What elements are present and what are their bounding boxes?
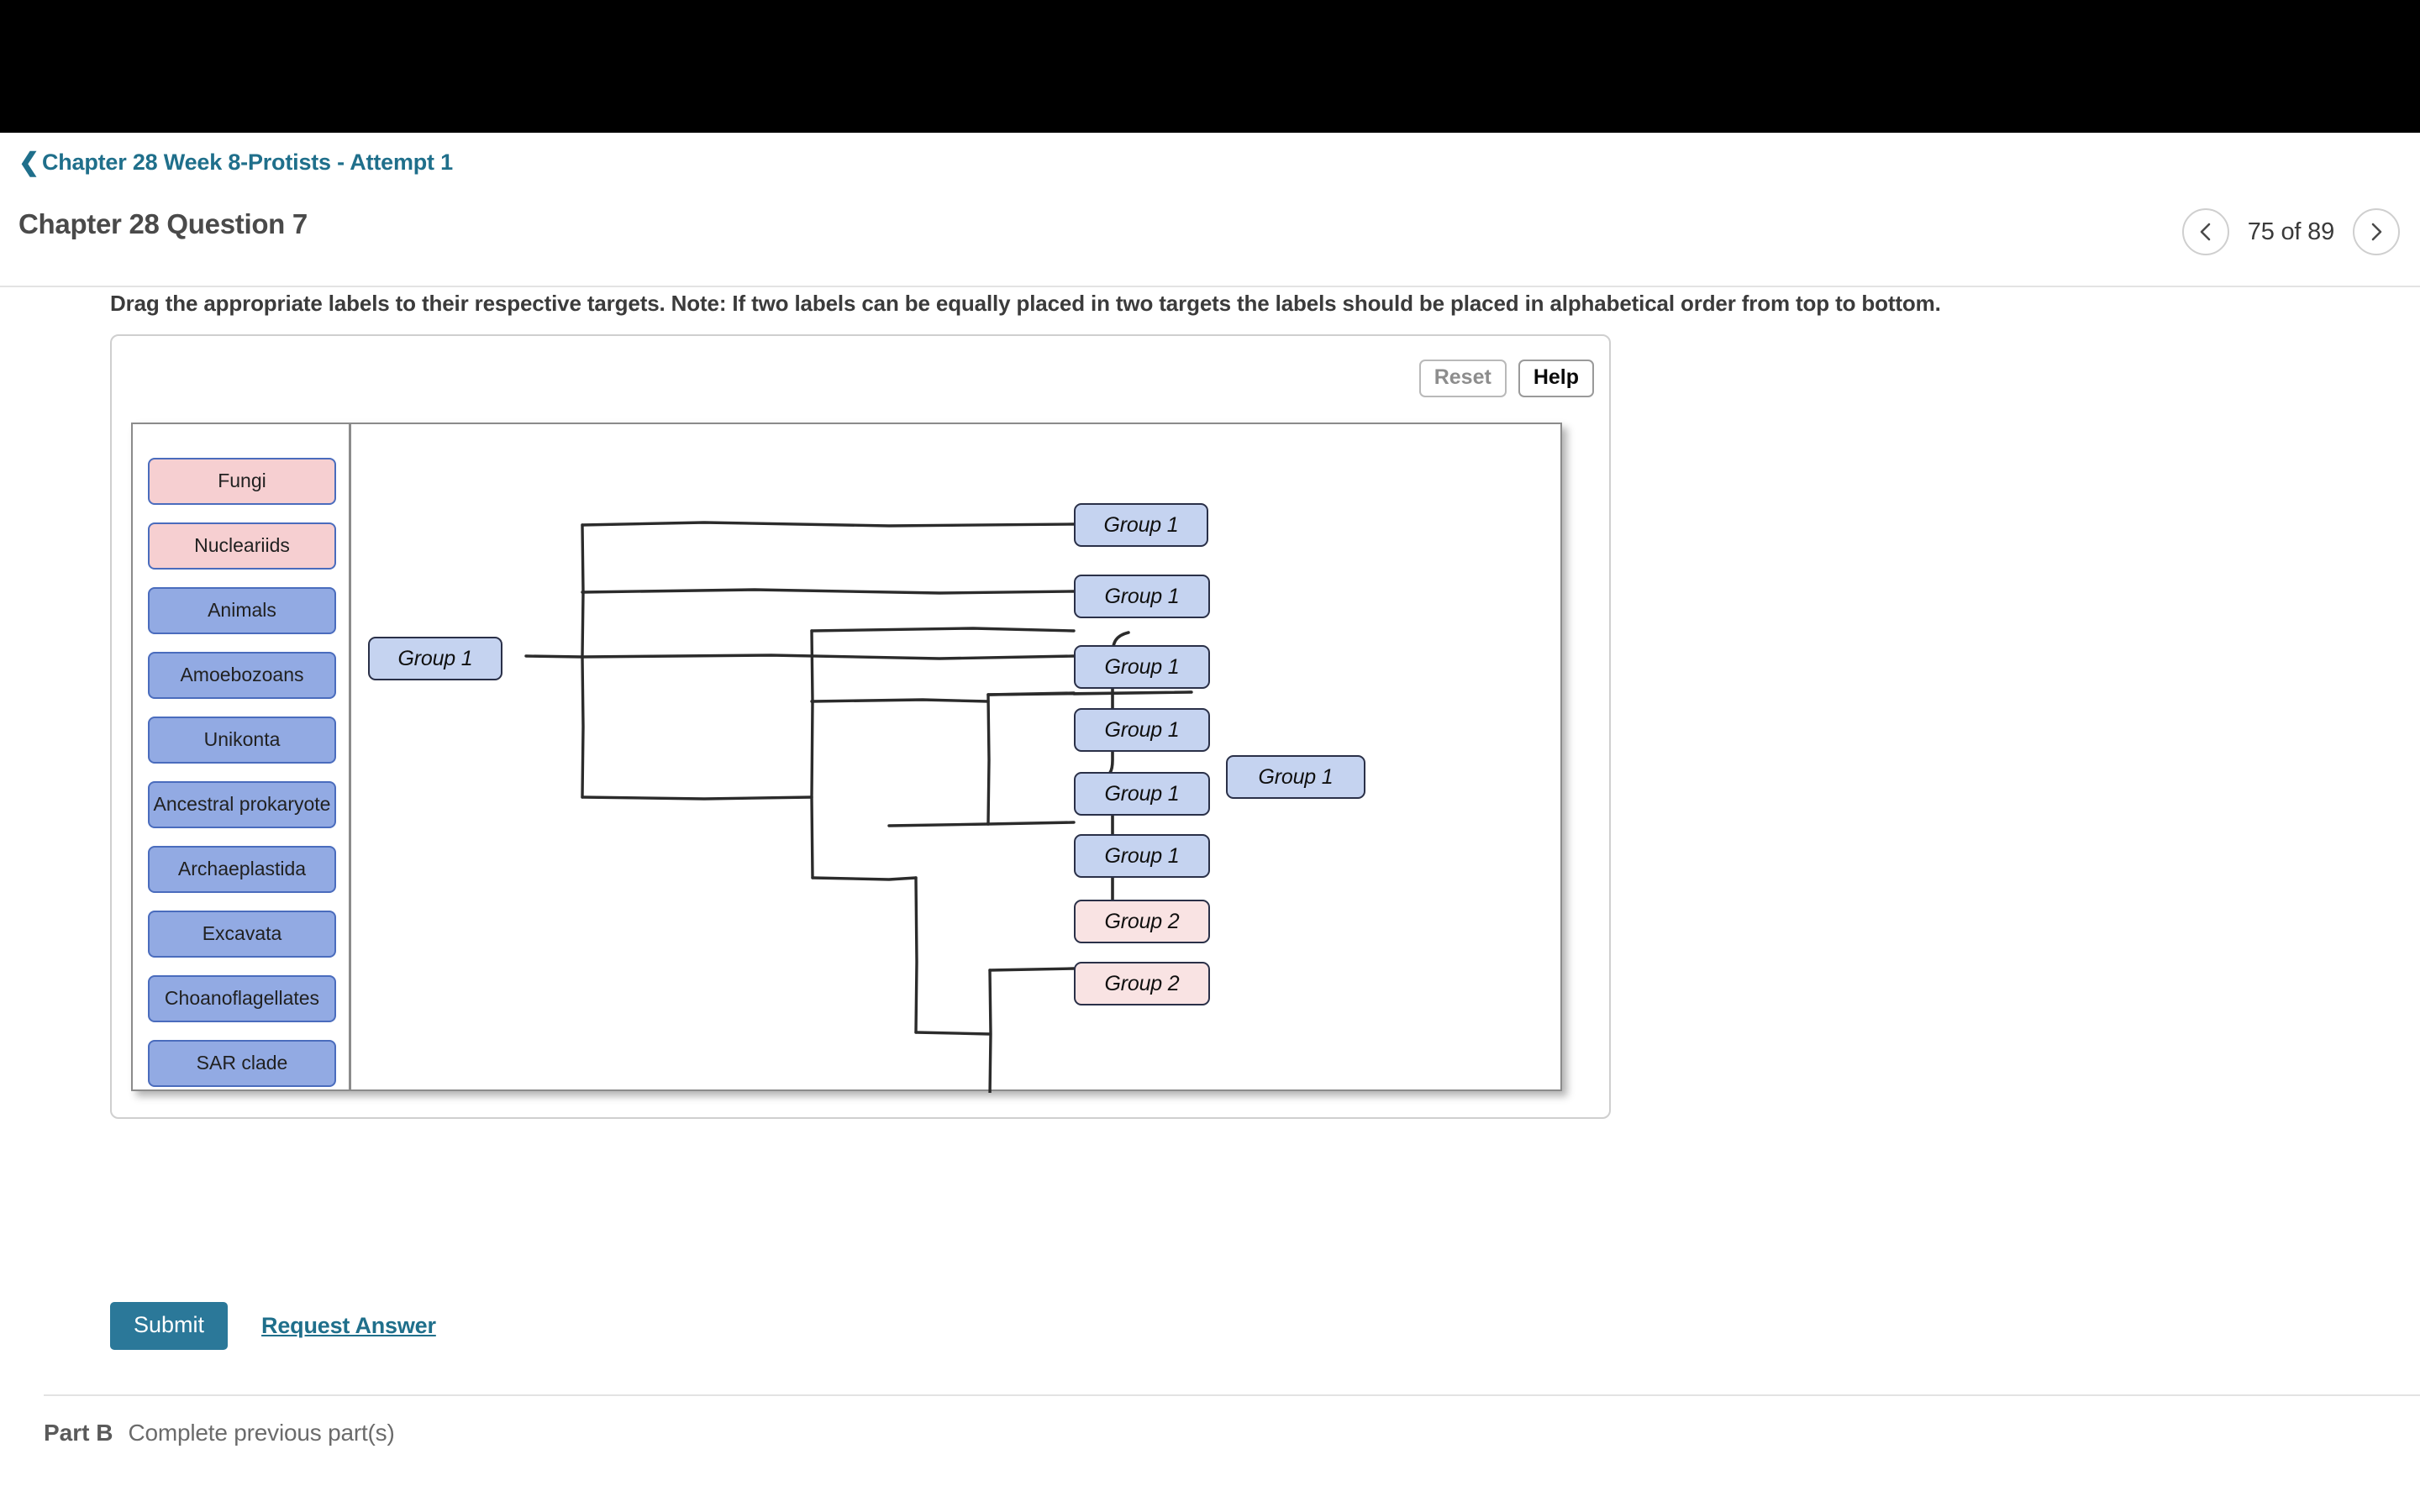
help-button[interactable]: Help [1518,360,1594,397]
draggable-label-sar-clade[interactable]: SAR clade [148,1040,336,1087]
part-b-section[interactable]: Part B Complete previous part(s) [44,1420,395,1446]
draggable-label-fungi[interactable]: Fungi [148,458,336,505]
draggable-label-archaeplastida[interactable]: Archaeplastida [148,846,336,893]
draggable-label-nucleariids[interactable]: Nucleariids [148,522,336,570]
question-header: Chapter 28 Question 7 75 of 89 [0,193,2420,294]
request-answer-link[interactable]: Request Answer [261,1313,436,1338]
draggable-label-unikonta[interactable]: Unikonta [148,717,336,764]
drag-drop-canvas: Fungi Nucleariids Animals Amoebozoans Un… [131,423,1562,1093]
breadcrumb-label: Chapter 28 Week 8-Protists - Attempt 1 [41,150,453,175]
breadcrumb-back-link[interactable]: ❮ Chapter 28 Week 8-Protists - Attempt 1 [18,150,453,176]
drop-target-tip-5[interactable]: Group 1 [1074,772,1210,816]
header-divider [0,286,2420,287]
submit-button[interactable]: Submit [110,1302,229,1350]
part-b-label: Part B [44,1420,113,1446]
chevron-right-icon [2371,223,2382,241]
question-pager: 75 of 89 [2181,208,2400,255]
drop-target-root[interactable]: Group 1 [368,637,502,680]
drop-target-tip-1[interactable]: Group 1 [1074,503,1208,547]
activity-toolbar: Reset Help [1418,360,1594,397]
question-counter: 75 of 89 [2247,218,2334,245]
drop-target-tip-3[interactable]: Group 1 [1074,645,1210,689]
label-bank: Fungi Nucleariids Animals Amoebozoans Un… [133,424,351,1089]
drop-target-tip-6[interactable]: Group 1 [1074,834,1210,878]
draggable-label-ancestral-prokaryote[interactable]: Ancestral prokaryote [148,781,336,828]
reset-button[interactable]: Reset [1418,360,1507,397]
next-question-button[interactable] [2353,208,2400,255]
draggable-label-amoebozoans[interactable]: Amoebozoans [148,652,336,699]
activity-actions: Submit Request Answer [110,1302,436,1350]
draggable-label-animals[interactable]: Animals [148,587,336,634]
drop-target-tip-4[interactable]: Group 1 [1074,708,1210,752]
page-title: Chapter 28 Question 7 [18,208,308,239]
drag-drop-activity-panel: Reset Help Fungi Nucleariids Animals Amo… [110,334,1611,1119]
tree-branch-lines [524,521,1193,1093]
chevron-left-icon: ❮ [18,148,39,176]
drop-target-tip-7[interactable]: Group 2 [1074,900,1210,943]
chevron-left-icon [2200,223,2211,241]
draggable-label-choanoflagellates[interactable]: Choanoflagellates [148,975,336,1022]
drop-target-tip-2[interactable]: Group 1 [1074,575,1210,618]
drop-target-tip-8[interactable]: Group 2 [1074,962,1210,1005]
part-b-status-text: Complete previous part(s) [128,1420,395,1446]
prev-question-button[interactable] [2181,208,2229,255]
phylogenetic-tree: Group 1 Group 1 Group 1 Group 1 Group 1 … [351,424,1561,1093]
drop-target-brace-clade[interactable]: Group 1 [1226,755,1365,799]
browser-chrome-bar [0,0,2420,133]
draggable-label-excavata[interactable]: Excavata [148,911,336,958]
part-divider [44,1394,2420,1396]
instruction-text: Drag the appropriate labels to their res… [110,291,1941,316]
